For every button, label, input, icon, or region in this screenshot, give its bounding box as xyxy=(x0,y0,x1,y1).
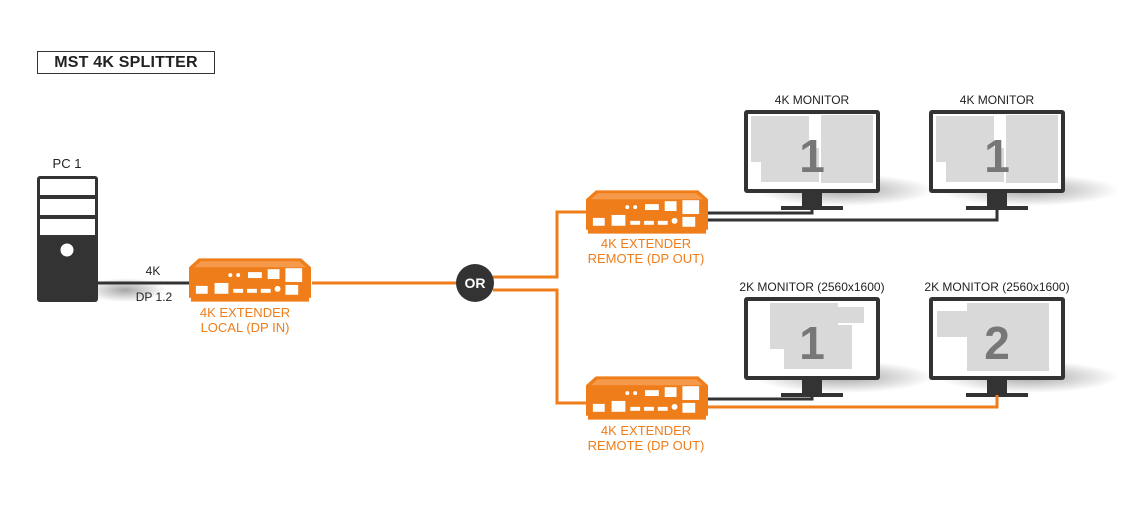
remote-extender-top-icon xyxy=(586,190,708,234)
pc-drive-bay xyxy=(40,219,95,235)
display-number: 2 xyxy=(984,317,1010,369)
monitor-2k-2: 2 xyxy=(929,297,1119,397)
display-number: 1 xyxy=(799,130,825,182)
remote-extender-bottom-icon xyxy=(586,376,708,420)
remote-extender-label-top: 4K EXTENDER REMOTE (DP OUT) xyxy=(576,236,716,266)
remote-extender-top-line2: REMOTE (DP OUT) xyxy=(587,251,705,266)
monitor-stand-neck xyxy=(987,380,1007,395)
diagram-title: MST 4K SPLITTER xyxy=(37,51,215,74)
or-node: OR xyxy=(456,264,494,302)
pc-drive-bay xyxy=(40,199,95,215)
screen-window xyxy=(967,303,1049,371)
cable-standard-label: DP 1.2 xyxy=(135,290,173,304)
dp-output-cable xyxy=(708,395,814,401)
monitor-stand-neck xyxy=(802,193,822,208)
pc-power-button xyxy=(60,243,74,257)
local-extender-icon xyxy=(189,258,311,302)
pc-drive-bay xyxy=(40,179,95,195)
pc-label: PC 1 xyxy=(52,156,82,171)
local-extender-label: 4K EXTENDER LOCAL (DP IN) xyxy=(180,305,310,335)
dp-output-cable xyxy=(708,208,999,222)
monitor-4k-1: 1 xyxy=(744,110,934,210)
monitor-stand-neck xyxy=(987,193,1007,208)
local-extender-line2: LOCAL (DP IN) xyxy=(200,320,290,335)
monitor-label: 2K MONITOR (2560x1600) xyxy=(924,280,1070,294)
monitor-stand-neck xyxy=(802,380,822,395)
monitor-label: 2K MONITOR (2560x1600) xyxy=(739,280,885,294)
monitor-label: 4K MONITOR xyxy=(774,93,850,107)
remote-extender-bottom-line1: 4K EXTENDER xyxy=(600,423,692,438)
screen-window xyxy=(834,307,864,323)
remote-extender-label-bottom: 4K EXTENDER REMOTE (DP OUT) xyxy=(576,423,716,453)
screen-window xyxy=(821,115,873,183)
screen-window xyxy=(761,148,819,182)
remote-extender-bottom-line2: REMOTE (DP OUT) xyxy=(587,438,705,453)
remote-extender-top-line1: 4K EXTENDER xyxy=(600,236,692,251)
screen-window xyxy=(784,325,852,369)
local-extender-line1: 4K EXTENDER xyxy=(199,305,291,320)
dp-output-cable xyxy=(708,395,999,409)
display-number: 1 xyxy=(984,130,1010,182)
screen-window xyxy=(1006,115,1058,183)
dp-output-cable xyxy=(708,208,814,215)
cable-resolution-label: 4K xyxy=(145,264,161,278)
display-number: 1 xyxy=(799,317,825,369)
fiber-link-top xyxy=(493,210,590,279)
monitor-label: 4K MONITOR xyxy=(959,93,1035,107)
fiber-link-bottom xyxy=(493,288,590,405)
screen-window xyxy=(946,148,1004,182)
monitor-4k-2: 1 xyxy=(929,110,1119,210)
monitor-2k-1: 1 xyxy=(744,297,934,397)
